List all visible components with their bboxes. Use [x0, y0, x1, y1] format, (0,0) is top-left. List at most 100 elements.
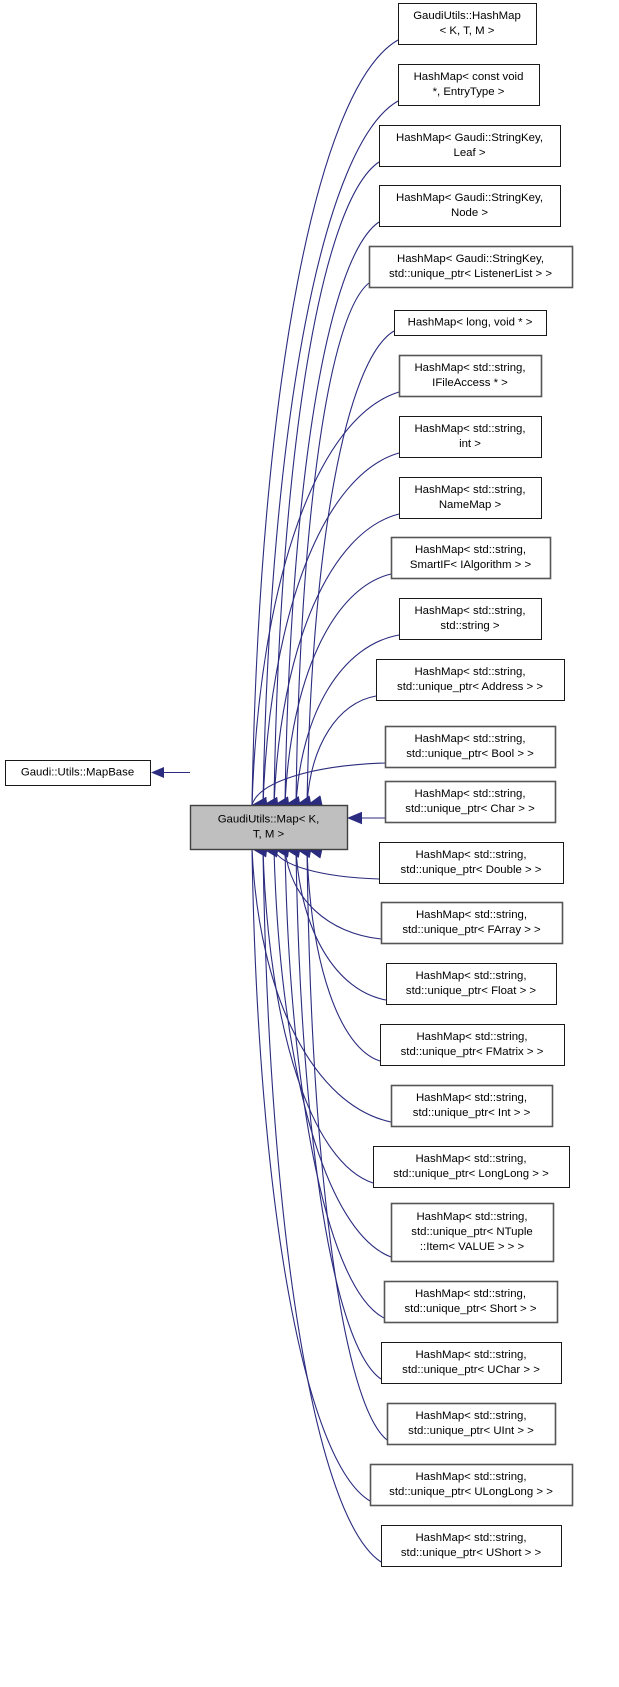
node-derived-d25-box[interactable] — [369, 1463, 574, 1507]
node-derived-d17-box[interactable] — [386, 963, 557, 1005]
node-derived-d15-box[interactable] — [379, 842, 564, 884]
node-derived-d18[interactable]: HashMap< std::string,std::unique_ptr< FM… — [380, 1024, 565, 1066]
node-derived-d19-box[interactable] — [390, 1084, 554, 1128]
node-derived-d23-box[interactable] — [381, 1342, 562, 1384]
node-derived-d14-label-line-1: HashMap< std::string, — [414, 788, 525, 800]
node-derived-d26-box[interactable] — [381, 1525, 562, 1567]
node-derived-d14[interactable]: HashMap< std::string,std::unique_ptr< Ch… — [384, 780, 557, 824]
node-derived-d02[interactable]: HashMap< const void*, EntryType > — [398, 64, 540, 106]
node-derived-d16-label-line-2: std::unique_ptr< FArray > > — [402, 924, 541, 936]
node-derived-d01-label-line-1: GaudiUtils::HashMap — [413, 10, 521, 22]
node-base-mapbase-box[interactable] — [5, 760, 151, 786]
node-derived-d05[interactable]: HashMap< Gaudi::StringKey,std::unique_pt… — [368, 245, 574, 289]
node-derived-d15[interactable]: HashMap< std::string,std::unique_ptr< Do… — [379, 842, 564, 884]
edge-map-d10 — [284, 573, 392, 806]
node-derived-d21-box[interactable] — [390, 1202, 555, 1263]
node-derived-d06-box[interactable] — [394, 310, 547, 336]
node-derived-d26[interactable]: HashMap< std::string,std::unique_ptr< US… — [381, 1525, 562, 1567]
node-derived-d16-label-line-1: HashMap< std::string, — [416, 909, 527, 921]
node-derived-d01[interactable]: GaudiUtils::HashMap< K, T, M > — [398, 3, 537, 45]
node-derived-d04[interactable]: HashMap< Gaudi::StringKey,Node > — [379, 185, 561, 227]
edge-map-d17 — [295, 848, 387, 1001]
edge-map-d09 — [273, 513, 400, 806]
node-derived-d22-box[interactable] — [383, 1280, 559, 1324]
node-center-map-box[interactable] — [189, 804, 349, 851]
node-derived-d11-label-line-1: HashMap< std::string, — [414, 605, 525, 617]
node-derived-d22-label-line-1: HashMap< std::string, — [415, 1288, 526, 1300]
node-derived-d08[interactable]: HashMap< std::string,int > — [399, 416, 542, 458]
node-derived-d02-box[interactable] — [398, 64, 540, 106]
node-derived-d08-box[interactable] — [399, 416, 542, 458]
node-derived-d26-label-line-1: HashMap< std::string, — [415, 1532, 526, 1544]
node-derived-d09[interactable]: HashMap< std::string,NameMap > — [399, 477, 542, 519]
node-derived-d14-box[interactable] — [384, 780, 557, 824]
node-derived-d13-box[interactable] — [384, 725, 557, 769]
node-derived-d18-label-line-2: std::unique_ptr< FMatrix > > — [401, 1046, 544, 1058]
node-derived-d09-label-line-2: NameMap > — [439, 499, 502, 511]
node-derived-d03-label-line-1: HashMap< Gaudi::StringKey, — [396, 132, 543, 144]
edge-map-d25 — [251, 848, 371, 1502]
node-derived-d03[interactable]: HashMap< Gaudi::StringKey,Leaf > — [379, 125, 561, 167]
node-center-map-label-line-2: T, M > — [253, 829, 285, 841]
node-derived-d13[interactable]: HashMap< std::string,std::unique_ptr< Bo… — [384, 725, 557, 769]
node-derived-d06[interactable]: HashMap< long, void * > — [394, 310, 547, 336]
node-derived-d23[interactable]: HashMap< std::string,std::unique_ptr< UC… — [381, 1342, 562, 1384]
node-derived-d03-label-line-2: Leaf > — [454, 147, 486, 159]
node-derived-d10[interactable]: HashMap< std::string,SmartIF< IAlgorithm… — [390, 536, 552, 580]
edge-map-d19 — [251, 848, 392, 1123]
node-derived-d09-label-line-1: HashMap< std::string, — [414, 484, 525, 496]
node-derived-d08-label-line-1: HashMap< std::string, — [414, 423, 525, 435]
node-derived-d16[interactable]: HashMap< std::string,std::unique_ptr< FA… — [380, 901, 564, 945]
edge-map-d06 — [306, 330, 395, 806]
edge-map-d23 — [295, 848, 382, 1380]
node-derived-d10-label-line-1: HashMap< std::string, — [415, 544, 526, 556]
edge-map-d11 — [295, 634, 400, 806]
edge-map-d20 — [262, 848, 374, 1184]
node-derived-d11-label-line-2: std::string > — [440, 620, 500, 632]
node-derived-d03-box[interactable] — [379, 125, 561, 167]
node-derived-d22[interactable]: HashMap< std::string,std::unique_ptr< Sh… — [383, 1280, 559, 1324]
node-derived-d20[interactable]: HashMap< std::string,std::unique_ptr< Lo… — [373, 1146, 570, 1188]
node-base-mapbase-label-line-1: Gaudi::Utils::MapBase — [21, 767, 134, 779]
node-derived-d14-label-line-2: std::unique_ptr< Char > > — [405, 803, 535, 815]
node-derived-d10-box[interactable] — [390, 536, 552, 580]
node-derived-d24-box[interactable] — [386, 1402, 557, 1446]
node-derived-d21[interactable]: HashMap< std::string,std::unique_ptr< NT… — [390, 1202, 555, 1263]
node-derived-d23-label-line-2: std::unique_ptr< UChar > > — [402, 1364, 540, 1376]
node-derived-d24[interactable]: HashMap< std::string,std::unique_ptr< UI… — [386, 1402, 557, 1446]
node-derived-d18-label-line-1: HashMap< std::string, — [416, 1031, 527, 1043]
node-derived-d12[interactable]: HashMap< std::string,std::unique_ptr< Ad… — [376, 659, 565, 701]
node-derived-d07[interactable]: HashMap< std::string,IFileAccess * > — [398, 354, 543, 398]
node-base-mapbase[interactable]: Gaudi::Utils::MapBase — [5, 760, 151, 786]
edge-map-d08 — [262, 452, 400, 806]
node-derived-d07-box[interactable] — [398, 354, 543, 398]
edge-map-d05 — [295, 282, 370, 806]
node-derived-d24-label-line-1: HashMap< std::string, — [415, 1410, 526, 1422]
node-derived-d25[interactable]: HashMap< std::string,std::unique_ptr< UL… — [369, 1463, 574, 1507]
node-derived-d18-box[interactable] — [380, 1024, 565, 1066]
node-derived-d21-label-line-3: ::Item< VALUE > > > — [420, 1241, 525, 1253]
node-derived-d16-box[interactable] — [380, 901, 564, 945]
node-derived-d04-box[interactable] — [379, 185, 561, 227]
node-derived-d11-box[interactable] — [399, 598, 542, 640]
node-derived-d22-label-line-2: std::unique_ptr< Short > > — [404, 1303, 536, 1315]
edge-map-d24 — [306, 848, 388, 1441]
node-derived-d11[interactable]: HashMap< std::string,std::string > — [399, 598, 542, 640]
node-derived-d20-box[interactable] — [373, 1146, 570, 1188]
node-derived-d19[interactable]: HashMap< std::string,std::unique_ptr< In… — [390, 1084, 554, 1128]
node-derived-d17[interactable]: HashMap< std::string,std::unique_ptr< Fl… — [386, 963, 557, 1005]
node-derived-d01-label-line-2: < K, T, M > — [440, 25, 495, 37]
node-derived-d01-box[interactable] — [398, 3, 537, 45]
node-derived-d08-label-line-2: int > — [459, 438, 481, 450]
node-derived-d02-label-line-1: HashMap< const void — [414, 71, 524, 83]
node-derived-d09-box[interactable] — [399, 477, 542, 519]
node-derived-d24-label-line-2: std::unique_ptr< UInt > > — [408, 1425, 534, 1437]
node-center-map[interactable]: GaudiUtils::Map< K,T, M > — [189, 804, 349, 851]
node-derived-d23-label-line-1: HashMap< std::string, — [415, 1349, 526, 1361]
node-derived-d05-box[interactable] — [368, 245, 574, 289]
node-derived-d05-label-line-2: std::unique_ptr< ListenerList > > — [389, 268, 552, 280]
node-derived-d12-box[interactable] — [376, 659, 565, 701]
